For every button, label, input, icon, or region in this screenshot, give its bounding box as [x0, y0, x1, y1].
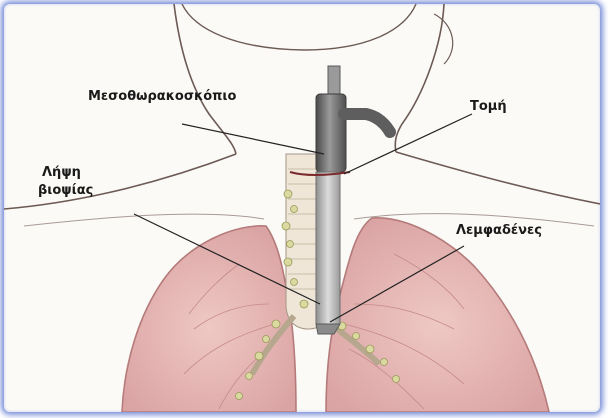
illustration-frame: Μεσοθωρακοσκόπιο Τομή Λήψη βιοψίας Λεμφα… [4, 4, 600, 412]
scope-eyepiece [328, 66, 340, 96]
ear-outline [434, 14, 453, 64]
label-mediastinoscope: Μεσοθωρακοσκόπιο [88, 88, 236, 105]
right-lung [326, 218, 549, 412]
shoulder-right-outline [396, 152, 600, 204]
head-outline [174, 4, 236, 154]
label-incision: Τομή [470, 98, 507, 115]
scope-tube [316, 172, 340, 324]
label-biopsy-line2: βιοψίας [38, 182, 93, 199]
scope-light-cable [344, 114, 390, 132]
jaw-outline [182, 4, 416, 50]
scope-handle [316, 94, 346, 172]
neck-right-outline [395, 4, 444, 152]
anatomy-illustration [4, 4, 600, 412]
label-lymph-nodes: Λεμφαδένες [456, 222, 542, 239]
clavicle-line [24, 214, 264, 226]
label-biopsy-line1: Λήψη [42, 164, 81, 181]
